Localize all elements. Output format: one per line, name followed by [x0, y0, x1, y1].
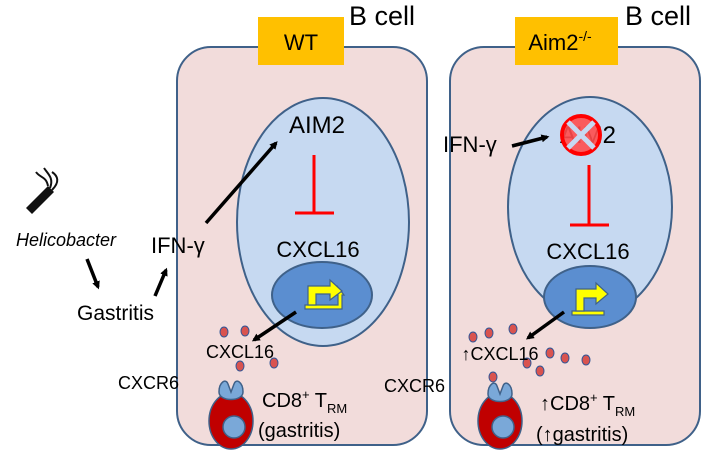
ko-gene-transcription-arrow-head — [575, 281, 609, 312]
wt-secretion-arrow — [251, 310, 297, 342]
cxcl16-dot — [560, 352, 570, 364]
tcell-sub: RM — [615, 404, 635, 419]
ko-cxcr6-label: CXCR6 — [384, 376, 445, 396]
cxcl16-dot — [219, 326, 229, 338]
tcell-sub: RM — [327, 401, 347, 416]
cxcl16-dot — [484, 327, 494, 339]
wt-panel: WT B cell AIM2 CXCL16 CXCL16 CXCR6 CD8+ … — [118, 1, 428, 450]
bacterium-to-gastritis-arrow — [85, 258, 100, 290]
wt-gene-transcription-arrow-head — [307, 278, 343, 306]
ko-secretion-arrow — [525, 310, 566, 340]
cxcl16-dot — [235, 360, 245, 372]
ko-t-cell — [477, 382, 523, 450]
wt-cxcr6-label: CXCR6 — [118, 373, 179, 393]
t-cell-nucleus — [222, 415, 246, 439]
wt-tcell-label: CD8+ TRM — [262, 387, 347, 416]
cxcl16-dot — [468, 331, 478, 343]
wt-tcell-condition: (gastritis) — [258, 420, 340, 442]
ko-inhibition-symbol — [570, 165, 609, 227]
tcell-main: ↑CD8 — [540, 393, 590, 415]
wt-t-cell — [208, 380, 254, 450]
cxcl16-dot — [240, 325, 250, 337]
wt-genotype-badge — [258, 17, 344, 65]
helicobacter-icon — [26, 167, 59, 214]
wt-cxcl16-dots — [219, 325, 279, 372]
tcell-sup: + — [302, 387, 310, 402]
ko-gene-transcription-arrow — [571, 310, 605, 316]
ko-cxcl16-dots — [468, 323, 591, 383]
gastritis-to-ifng-arrow — [153, 267, 168, 297]
cxcl16-dot — [488, 371, 498, 383]
wt-cxcl16-gene-label: CXCL16 — [276, 237, 359, 262]
wt-promoter-region — [271, 261, 373, 329]
t-cell-nucleus — [491, 415, 515, 439]
ko-tcell-label: ↑CD8+ TRM — [540, 390, 635, 419]
wt-cxcl16-secreted-label: CXCL16 — [206, 342, 274, 362]
ifng-to-aim2-arrow — [204, 141, 278, 225]
aim2-ko-panel: Aim2-/- B cell AIM2 IFN-γ CXCL16 — [384, 1, 701, 450]
ko-cxcl16-secreted-label: ↑CXCL16 — [461, 344, 538, 364]
wt-aim2-label: AIM2 — [289, 112, 345, 139]
ko-ifng-arrow — [511, 134, 550, 148]
genotype-base: Aim2 — [528, 30, 578, 55]
ko-genotype-badge — [515, 17, 618, 65]
cxcl16-dot — [545, 347, 555, 359]
tcell-sup: + — [590, 390, 598, 405]
cxcl16-dot — [535, 365, 545, 377]
cxcr6-receptor-icon — [487, 382, 513, 403]
wt-cell-title: B cell — [349, 1, 415, 31]
cxcr6-receptor-icon — [218, 380, 244, 401]
cxcl16-dot — [269, 357, 279, 369]
tcell-main: CD8 — [262, 390, 302, 412]
ko-genotype-label: Aim2-/- — [528, 28, 592, 55]
genotype-sup: -/- — [578, 28, 592, 44]
ko-tcell-condition: (↑gastritis) — [536, 424, 628, 446]
ko-cxcl16-gene-label: CXCL16 — [546, 239, 629, 264]
prohibition-icon — [560, 114, 602, 156]
ko-cell-title: B cell — [625, 1, 691, 31]
wt-genotype-label: WT — [284, 30, 318, 55]
cxcl16-dot — [581, 354, 591, 366]
ifng-label: IFN-γ — [151, 233, 205, 258]
tcell-t: T — [310, 390, 327, 412]
cxcl16-dot — [508, 323, 518, 335]
bacterium-label: Helicobacter — [16, 230, 117, 250]
cxcl16-dot — [522, 357, 532, 369]
tcell-t: T — [598, 393, 615, 415]
wt-inhibition-symbol — [295, 155, 334, 215]
ko-ifng-label: IFN-γ — [443, 132, 497, 157]
gastritis-label: Gastritis — [77, 302, 154, 325]
